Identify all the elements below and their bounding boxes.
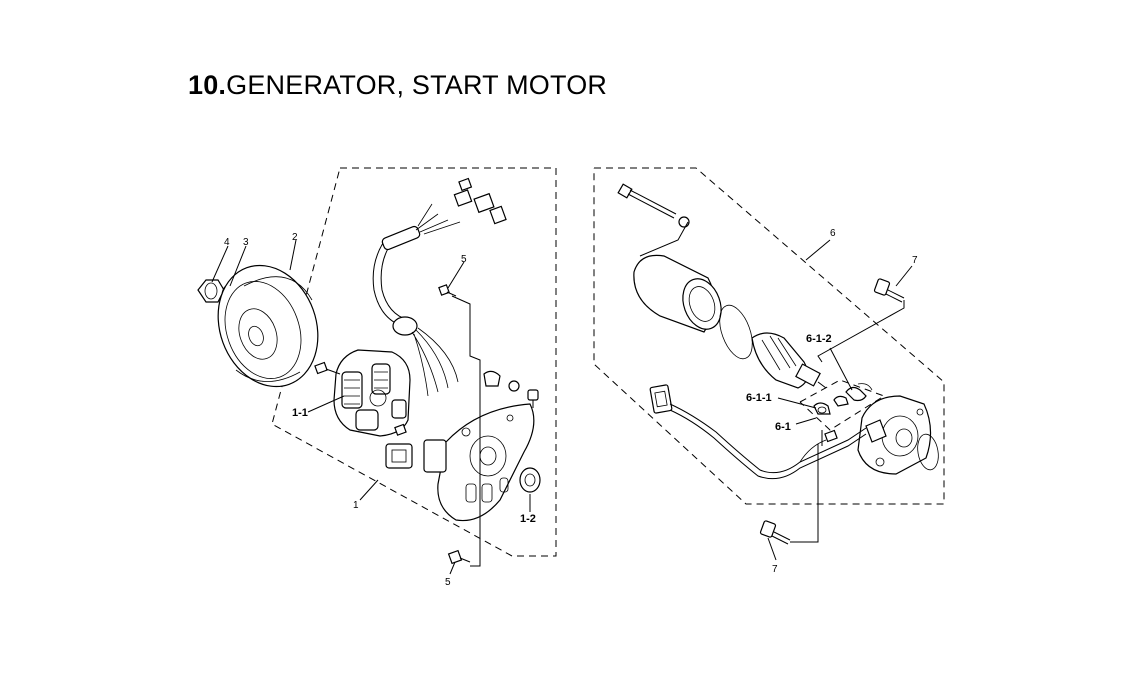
callout-4: 4 bbox=[224, 237, 230, 248]
page-title: 10.GENERATOR, START MOTOR bbox=[188, 70, 607, 101]
screw-top bbox=[438, 284, 457, 297]
motor-cable bbox=[649, 384, 867, 480]
callout-3: 3 bbox=[243, 237, 249, 248]
wire-clamp bbox=[483, 370, 539, 408]
stator-coil bbox=[333, 349, 411, 437]
wire-grommet bbox=[519, 467, 541, 493]
stator-screw bbox=[314, 361, 341, 375]
motor-yoke bbox=[633, 254, 722, 333]
mounting-bolt-top bbox=[873, 278, 905, 303]
long-bolt bbox=[617, 183, 690, 228]
callout-6-1-2: 6-1-2 bbox=[806, 333, 832, 345]
title-text: GENERATOR, START MOTOR bbox=[226, 70, 608, 100]
callout-6-1: 6-1 bbox=[775, 421, 791, 433]
generator-base-plate bbox=[437, 403, 535, 522]
o-ring bbox=[719, 304, 753, 360]
start-motor-boundary bbox=[593, 167, 945, 505]
start-motor-group bbox=[593, 167, 945, 561]
flywheel-rotor bbox=[217, 264, 319, 388]
callout-7-bottom: 7 bbox=[772, 564, 778, 575]
callout-5-top: 5 bbox=[461, 254, 467, 265]
brush-holder bbox=[813, 402, 831, 415]
motor-end-cover bbox=[857, 395, 932, 475]
generator-group bbox=[197, 167, 557, 575]
callout-6-1-1: 6-1-1 bbox=[746, 392, 772, 404]
screw-bottom bbox=[447, 549, 471, 565]
title-number: 10. bbox=[188, 70, 227, 100]
callout-1-1: 1-1 bbox=[292, 407, 308, 419]
callout-1-2: 1-2 bbox=[520, 513, 536, 525]
mounting-bolt-bottom bbox=[759, 520, 791, 545]
wiring-harness bbox=[372, 177, 507, 397]
callout-2: 2 bbox=[292, 232, 298, 243]
pickup-screw bbox=[394, 423, 407, 436]
brush-sub-boundary bbox=[799, 379, 886, 431]
callout-1: 1 bbox=[353, 500, 359, 511]
pulser-coil bbox=[385, 439, 447, 473]
callout-5-bottom: 5 bbox=[445, 577, 451, 588]
armature bbox=[751, 332, 827, 389]
brush-set bbox=[833, 383, 873, 407]
callout-6: 6 bbox=[830, 228, 836, 239]
seal-ring bbox=[917, 433, 939, 471]
callout-7-top: 7 bbox=[912, 255, 918, 266]
